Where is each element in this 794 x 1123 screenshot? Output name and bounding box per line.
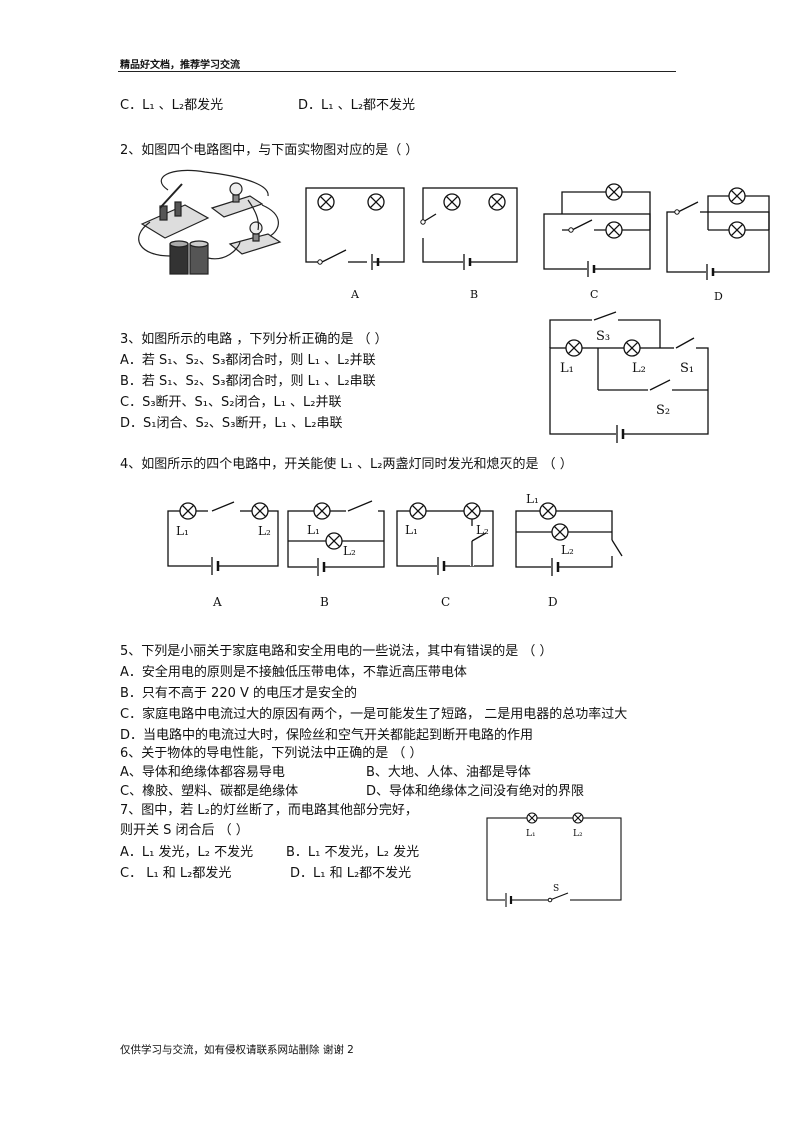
q2-label-b: B bbox=[470, 288, 478, 301]
q3-fig-s2: S₂ bbox=[656, 403, 670, 418]
q2-physical-circuit-picture bbox=[138, 169, 282, 275]
q3-fig-s1: S₁ bbox=[680, 361, 694, 376]
q3-fig-s3: S₃ bbox=[596, 329, 610, 344]
q3-fig-l1: L₁ bbox=[560, 361, 574, 376]
q4a-l1: L₁ bbox=[176, 524, 189, 538]
q6-stem: 6、关于物体的导电性能，下列说法中正确的是 （ ） bbox=[120, 746, 423, 761]
q1-option-c: C．L₁ 、L₂都发光 bbox=[120, 98, 224, 113]
q7-option-a: A．L₁ 发光，L₂ 不发光 bbox=[120, 845, 254, 860]
q2-label-a: A bbox=[350, 288, 360, 301]
q1-option-d: D．L₁ 、L₂都不发光 bbox=[298, 98, 416, 113]
q6-option-c: C、橡胶、塑料、碳都是绝缘体 bbox=[120, 784, 299, 799]
q4-stem: 4、如图所示的四个电路中，开关能使 L₁ 、L₂两盏灯同时发光和熄灭的是 （ ） bbox=[120, 457, 573, 472]
header-rule bbox=[118, 71, 676, 72]
q4b-l2: L₂ bbox=[343, 544, 356, 558]
q4-circuit-d bbox=[515, 510, 623, 576]
q7-option-c: C． L₁ 和 L₂都发光 bbox=[120, 866, 232, 881]
q5-option-b: B．只有不高于 220 V 的电压才是安全的 bbox=[120, 686, 358, 701]
q4d-l1: L₁ bbox=[526, 492, 539, 506]
q5-stem: 5、下列是小丽关于家庭电路和安全用电的一些说法，其中有错误的是 （ ） bbox=[120, 644, 553, 659]
q7-fig-l1: L₁ bbox=[526, 829, 536, 839]
q4-circuit-a bbox=[167, 501, 279, 575]
q7-option-b: B．L₁ 不发光，L₂ 发光 bbox=[286, 845, 420, 860]
q3-option-c: C．S₃断开、S₁、S₂闭合，L₁ 、L₂并联 bbox=[120, 395, 342, 410]
q2-circuit-c bbox=[543, 191, 651, 277]
q7-stem-line2: 则开关 S 闭合后 （ ） bbox=[120, 823, 249, 838]
q7-option-d: D．L₁ 和 L₂都不发光 bbox=[290, 866, 412, 881]
q4c-l1: L₁ bbox=[405, 523, 418, 537]
q3-option-b: B．若 S₁、S₂、S₃都闭合时，则 L₁ 、L₂串联 bbox=[120, 374, 376, 389]
q5-option-a: A．安全用电的原则是不接触低压带电体，不靠近高压带电体 bbox=[120, 665, 467, 680]
q6-option-d: D、导体和绝缘体之间没有绝对的界限 bbox=[366, 784, 585, 799]
q6-option-a: A、导体和绝缘体都容易导电 bbox=[120, 765, 285, 780]
q6-option-b: B、大地、人体、油都是导体 bbox=[366, 765, 531, 780]
q4-label-c: C bbox=[441, 595, 450, 609]
q3-circuit bbox=[549, 311, 709, 443]
q4-label-d: D bbox=[548, 595, 558, 609]
q4a-l2: L₂ bbox=[258, 524, 271, 538]
q4c-l2: L₂ bbox=[476, 523, 489, 537]
q2-circuit-a bbox=[305, 187, 405, 270]
page-header: 精品好文档，推荐学习交流 bbox=[120, 60, 240, 71]
q2-label-d: D bbox=[714, 290, 723, 303]
q3-fig-l2: L₂ bbox=[632, 361, 646, 376]
q4b-l1: L₁ bbox=[307, 523, 320, 537]
q2-label-c: C bbox=[590, 288, 598, 301]
q7-fig-l2: L₂ bbox=[573, 829, 583, 839]
q7-fig-s: S bbox=[553, 884, 559, 894]
q4d-l2: L₂ bbox=[561, 543, 574, 557]
page-footer: 仅供学习与交流，如有侵权请联系网站删除 谢谢 2 bbox=[120, 1044, 354, 1056]
q4-label-a: A bbox=[212, 595, 222, 609]
q5-option-d: D．当电路中的电流过大时，保险丝和空气开关都能起到断开电路的作用 bbox=[120, 728, 534, 743]
q5-option-c: C．家庭电路中电流过大的原因有两个，一是可能发生了短路， 二是用电器的总功率过大 bbox=[120, 707, 628, 722]
q3-option-d: D．S₁闭合、S₂、S₃断开，L₁ 、L₂串联 bbox=[120, 416, 343, 431]
q3-option-a: A．若 S₁、S₂、S₃都闭合时，则 L₁ 、L₂并联 bbox=[120, 353, 376, 368]
q2-stem: 2、如图四个电路图中，与下面实物图对应的是（ ） bbox=[120, 143, 419, 158]
q4-label-b: B bbox=[320, 595, 329, 609]
q4-circuit-c bbox=[396, 510, 494, 575]
q2-circuit-d bbox=[666, 195, 770, 280]
q7-stem-line1: 7、图中，若 L₂的灯丝断了，而电路其他部分完好， bbox=[120, 803, 418, 818]
q3-stem: 3、如图所示的电路 ，下列分析正确的是 （ ） bbox=[120, 332, 388, 347]
